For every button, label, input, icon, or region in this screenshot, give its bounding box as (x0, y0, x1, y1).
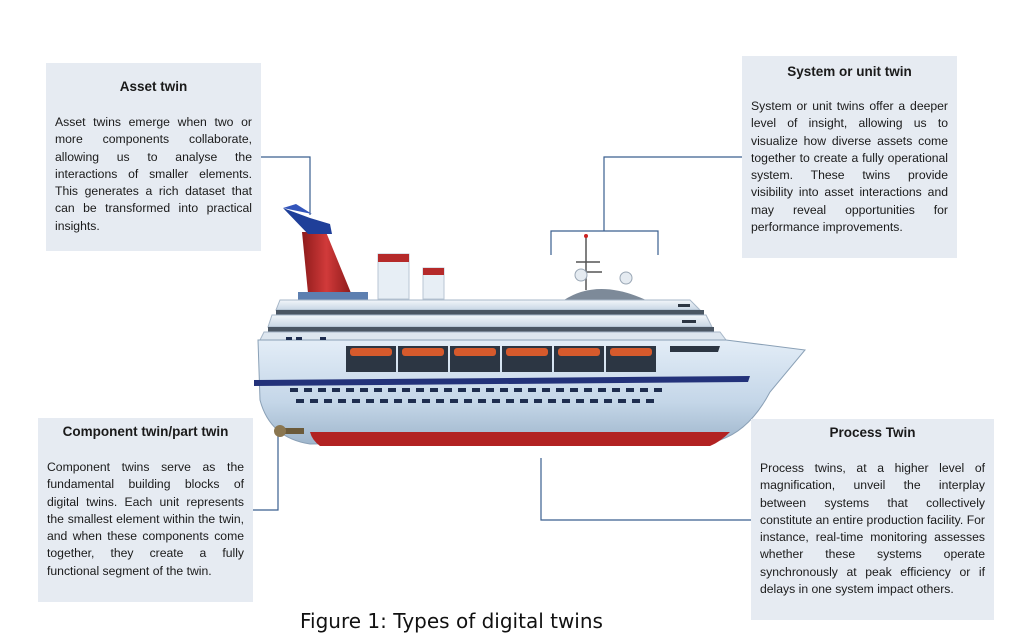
process-twin-box: Process Twin Process twins, at a higher … (751, 419, 994, 620)
asset-connector (261, 156, 311, 215)
porthole-row-1 (290, 388, 662, 392)
propeller (274, 425, 304, 437)
process-twin-title: Process Twin (829, 425, 916, 440)
asset-twin-box: Asset twin Asset twins emerge when two o… (46, 63, 261, 251)
upper-decks (259, 299, 727, 341)
system-twin-box: System or unit twin System or unit twins… (742, 56, 957, 258)
funnel (283, 204, 368, 300)
lifeboats (346, 346, 656, 372)
process-connector (540, 458, 751, 521)
component-connector (253, 432, 279, 511)
system-twin-title: System or unit twin (787, 64, 912, 79)
bow-windows (670, 304, 720, 352)
exhaust-stacks (377, 253, 445, 300)
portholes (286, 337, 326, 340)
system-bracket (550, 230, 659, 255)
bridge-dome (564, 234, 646, 300)
asset-twin-description: Asset twins emerge when two or more comp… (55, 115, 252, 233)
cruise-ship-illustration (254, 204, 806, 446)
system-twin-description: System or unit twins offer a deeper leve… (751, 99, 948, 235)
component-twin-title: Component twin/part twin (62, 424, 229, 439)
process-twin-description: Process twins, at a higher level of magn… (760, 461, 985, 597)
system-connector (603, 156, 742, 231)
figure-caption: Figure 1: Types of digital twins (300, 609, 603, 633)
asset-twin-title: Asset twin (119, 79, 188, 94)
component-twin-description: Component twins serve as the fundamental… (47, 460, 244, 578)
porthole-row-2 (296, 399, 654, 403)
component-twin-box: Component twin/part twin Component twins… (38, 418, 253, 602)
